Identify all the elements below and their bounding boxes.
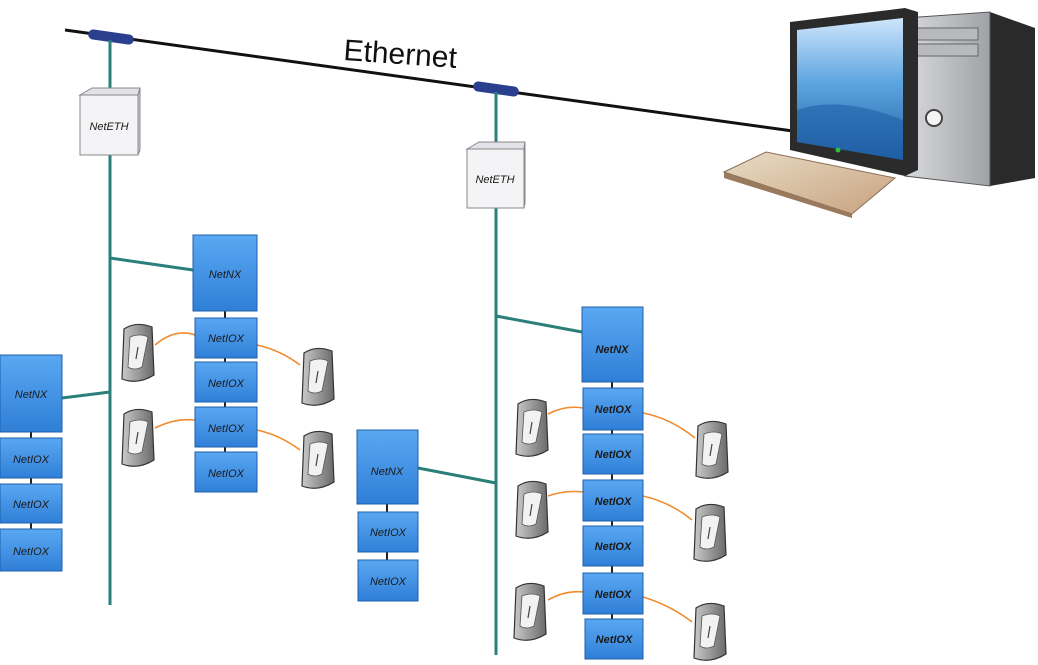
card-reader-icon [301,430,335,489]
card-reader-icon [693,602,727,661]
io-module-netIOX: NetIOX [194,451,258,493]
card-reader-icon [515,480,549,539]
bus-connector-right [473,81,519,97]
svg-text:NetIOX: NetIOX [13,499,50,511]
io-module-netIOX: NetIOX [584,618,644,660]
svg-text:NetIOX: NetIOX [370,576,407,588]
svg-text:NetIOX: NetIOX [208,333,245,345]
svg-text:NetIOX: NetIOX [596,634,633,646]
svg-text:NetIOX: NetIOX [208,378,245,390]
gateway-label: NetETH [89,121,128,133]
io-module-netIOX: NetIOX [0,437,63,479]
io-module-netIOX: NetIOX [194,406,258,448]
reader-wires [154,332,696,623]
io-module-netIOX: NetIOX [357,511,419,553]
io-module-netIOX: NetIOX [0,528,63,572]
controller-netNX: NetNX [356,429,419,505]
svg-text:NetNX: NetNX [371,466,404,478]
card-reader-icon [513,582,547,641]
svg-text:NetIOX: NetIOX [208,468,245,480]
svg-text:NetIOX: NetIOX [595,449,632,461]
ethernet-bus [64,28,801,134]
card-reader-icon [121,408,155,467]
svg-text:NetIOX: NetIOX [595,589,632,601]
card-reader-icon [121,323,155,382]
controller-netNX: NetNX [581,306,644,383]
io-module-netIOX: NetIOX [357,559,419,602]
gateway-netETH-right: NetETH [465,141,526,209]
keyboard-icon [722,151,897,218]
io-module-netIOX: NetIOX [194,317,258,359]
svg-text:NetIOX: NetIOX [595,541,632,553]
trunk-left [61,40,194,605]
card-reader-icon [693,503,727,562]
io-module-netIOX: NetIOX [582,433,644,475]
gateway-label: NetETH [475,174,514,186]
svg-text:NetIOX: NetIOX [208,423,245,435]
computer-tower-icon [904,11,1035,187]
svg-text:NetNX: NetNX [209,269,242,281]
io-module-netIOX: NetIOX [582,572,644,615]
ethernet-label: Ethernet [343,34,459,75]
gateway-netETH-left: NetETH [78,87,141,156]
io-module-netIOX: NetIOX [194,361,258,403]
io-module-netIOX: NetIOX [0,483,63,524]
controller-netNX: NetNX [0,354,63,433]
io-module-netIOX: NetIOX [582,525,644,567]
io-module-netIOX: NetIOX [582,387,644,431]
svg-text:NetIOX: NetIOX [595,404,632,416]
controller-netNX: NetNX [192,234,258,312]
trunk-right [417,92,583,655]
card-reader-icon [695,420,729,479]
svg-text:NetNX: NetNX [595,344,629,356]
card-reader-icon [301,347,335,406]
monitor-icon [790,8,918,176]
bus-connector-left [88,29,134,45]
card-reader-icon [515,398,549,457]
io-module-netIOX: NetIOX [582,479,644,522]
svg-text:NetIOX: NetIOX [13,546,50,558]
svg-text:NetIOX: NetIOX [370,527,407,539]
svg-text:NetIOX: NetIOX [595,496,632,508]
svg-text:NetNX: NetNX [15,389,48,401]
svg-text:NetIOX: NetIOX [13,454,50,466]
